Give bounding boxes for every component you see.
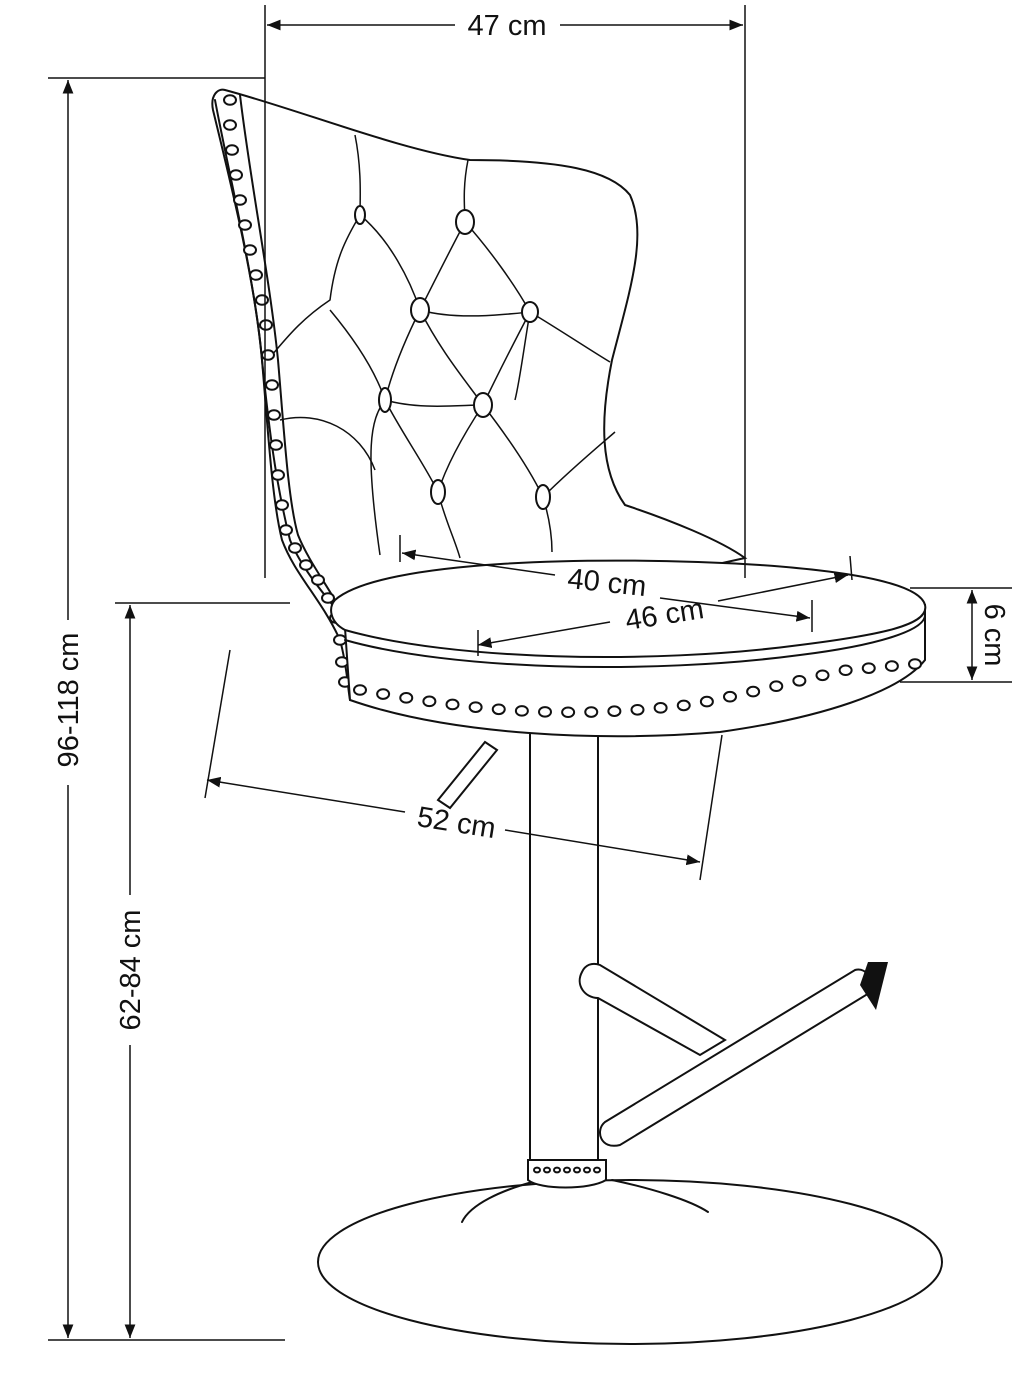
nailhead	[514, 705, 529, 717]
nailhead	[563, 1166, 571, 1174]
nailhead	[491, 703, 506, 716]
nailhead	[321, 592, 335, 604]
nailhead	[223, 119, 237, 131]
nailhead	[561, 706, 576, 719]
nailhead	[769, 680, 784, 693]
nailhead	[538, 706, 552, 718]
nailhead	[630, 703, 645, 716]
seat	[330, 559, 927, 738]
nailhead	[223, 94, 237, 106]
nailhead	[225, 144, 239, 156]
nailhead	[815, 669, 830, 682]
nailhead	[265, 379, 279, 391]
seat-thickness-label: 6 cm	[978, 604, 1010, 667]
nailhead	[269, 439, 283, 451]
nailhead	[543, 1166, 551, 1174]
nailhead	[279, 524, 293, 536]
dimension-lines	[48, 5, 1012, 1341]
nailhead	[584, 706, 599, 718]
nailhead	[271, 469, 285, 481]
nailhead	[861, 662, 876, 674]
nailhead	[299, 559, 313, 571]
nailhead	[267, 409, 281, 421]
nailhead	[468, 701, 483, 713]
backrest	[211, 88, 748, 701]
gas-lift-pole	[527, 729, 607, 1189]
nailhead	[607, 705, 622, 717]
nailhead	[583, 1166, 591, 1174]
nailhead	[553, 1166, 561, 1174]
nailhead	[233, 194, 247, 206]
nailhead	[229, 169, 243, 181]
nailhead	[838, 664, 853, 677]
nailhead	[699, 695, 714, 708]
seat-height-label: 62-84 cm	[115, 910, 147, 1031]
nailhead	[311, 574, 325, 586]
nailhead	[243, 244, 257, 256]
nailhead	[908, 658, 922, 670]
nailhead	[249, 269, 263, 281]
nailhead	[884, 660, 899, 672]
total-height-label: 96-118 cm	[53, 633, 85, 768]
footrest-arrow-icon	[860, 962, 888, 1010]
nailhead	[261, 349, 275, 361]
nailhead	[422, 695, 437, 708]
nailhead	[533, 1166, 541, 1174]
nailhead	[238, 219, 252, 231]
nailhead	[275, 499, 289, 511]
nailhead	[353, 684, 367, 696]
nailhead	[723, 690, 737, 703]
nailhead	[445, 698, 460, 711]
nailhead	[573, 1166, 581, 1174]
base	[317, 1179, 943, 1345]
nailhead	[593, 1166, 601, 1174]
width-label: 47 cm	[468, 10, 547, 42]
nailhead	[376, 688, 391, 700]
depth-label: 52 cm	[415, 801, 498, 845]
nailhead	[653, 702, 668, 714]
nailhead	[288, 542, 302, 554]
nailhead	[255, 294, 269, 306]
footrest	[578, 962, 888, 1147]
height-lever	[436, 740, 499, 810]
nailhead	[676, 699, 691, 712]
nailhead	[792, 674, 807, 687]
nailhead	[746, 685, 761, 698]
nailhead	[399, 692, 414, 704]
nailhead	[259, 319, 273, 331]
